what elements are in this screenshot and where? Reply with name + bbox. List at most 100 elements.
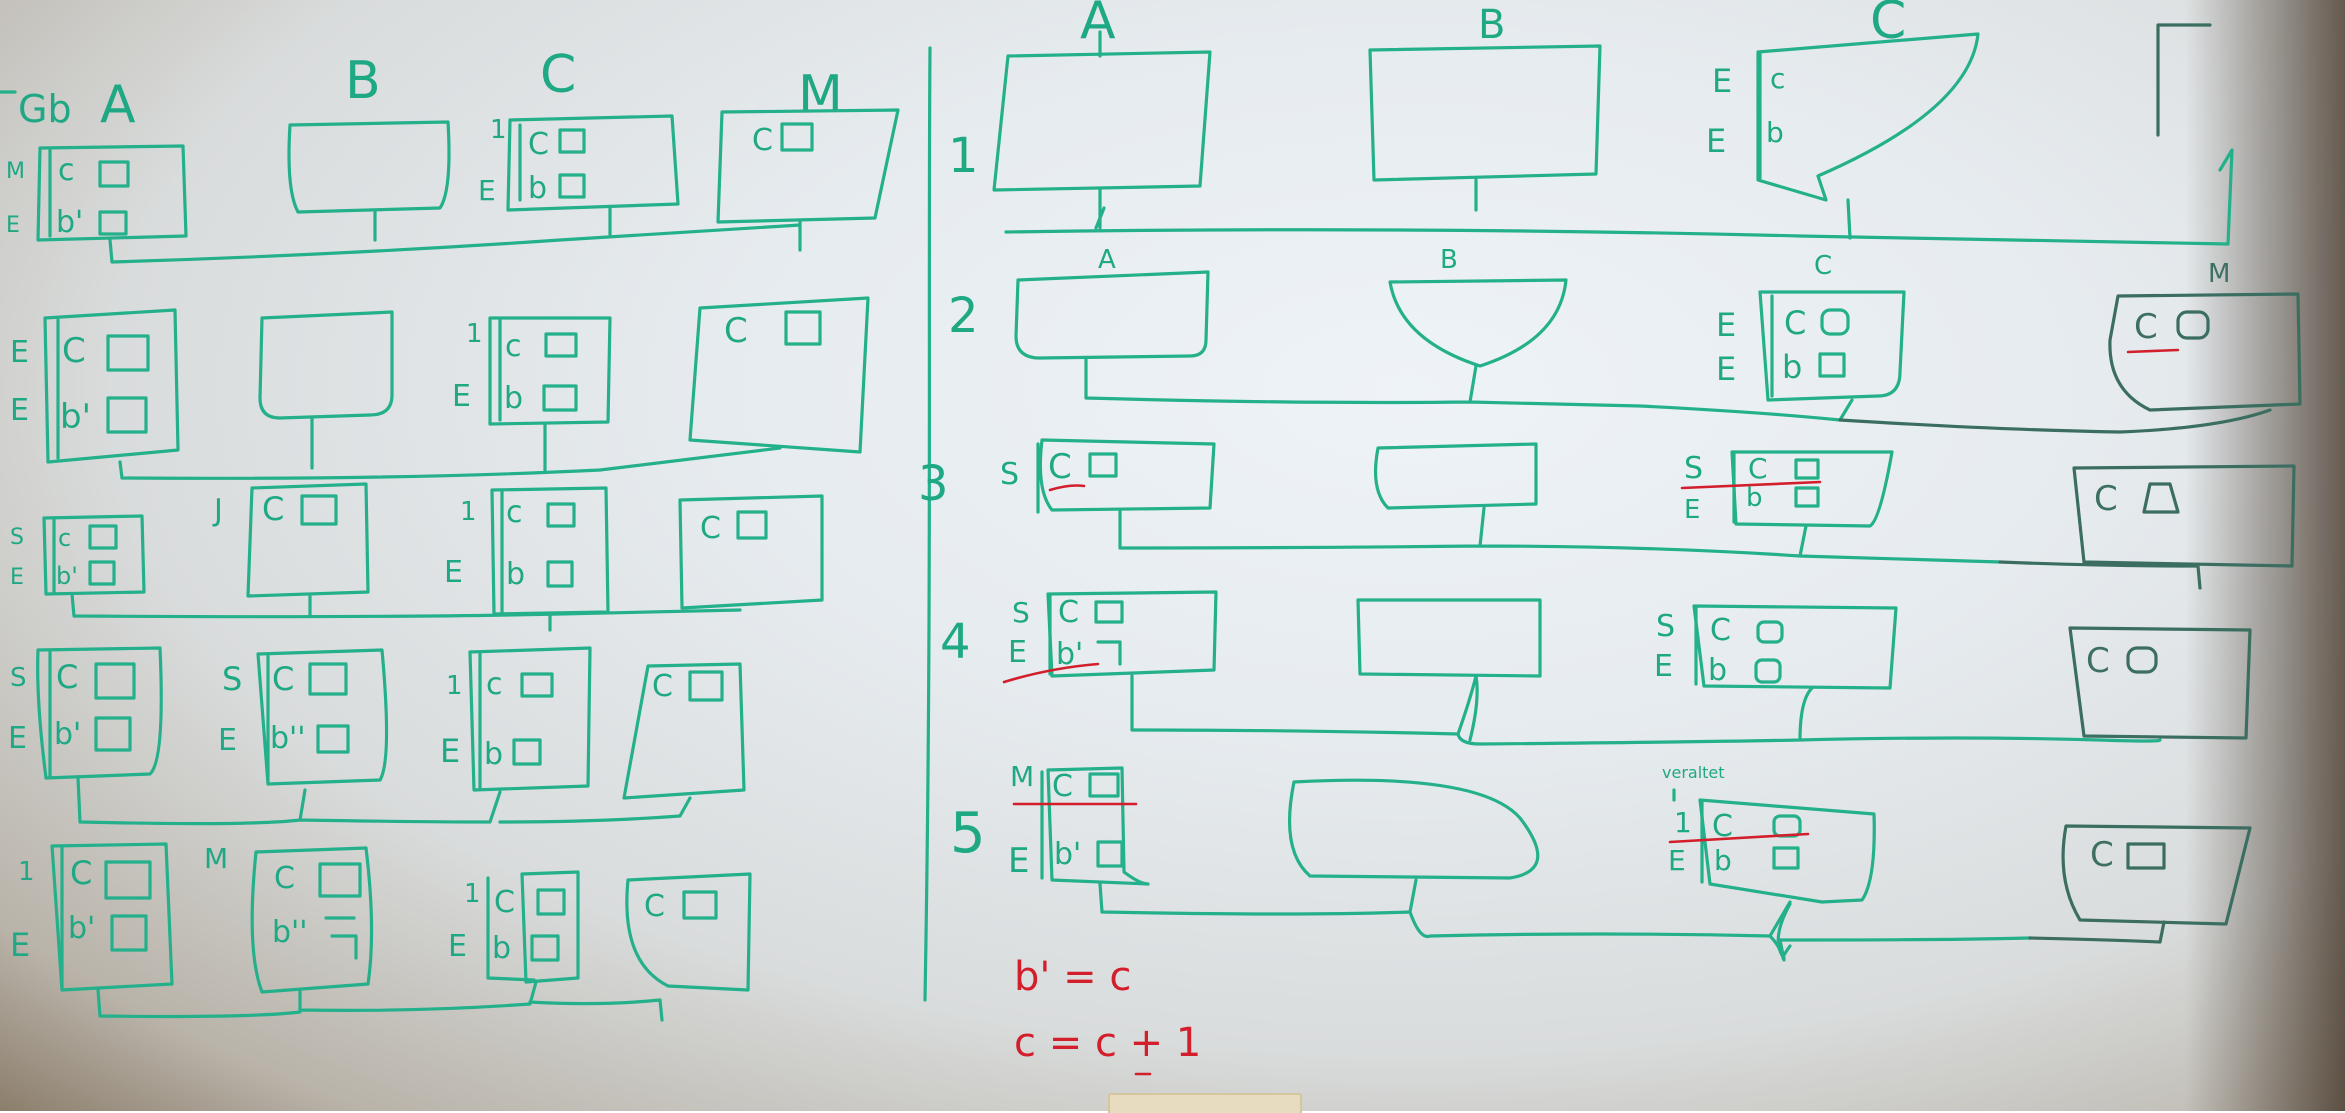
right-r4-box-m	[2068, 626, 2252, 740]
left-r2-a-val2: b'	[60, 397, 91, 437]
left-r1-box-a	[36, 144, 188, 242]
right-r2-c-val2: b	[1782, 348, 1802, 386]
left-r1-c-slot2	[558, 173, 586, 199]
left-r3-c-slot1	[546, 502, 576, 528]
left-r1-c-val2: b	[528, 171, 547, 206]
right-r5-m-val: C	[2090, 835, 2114, 875]
right-row-number-5: 5	[950, 801, 986, 866]
left-r2-stems	[310, 416, 547, 472]
left-r2-box-b	[258, 310, 394, 420]
right-r5-a-val1: C	[1052, 769, 1073, 804]
left-r1-a-val2: b'	[56, 205, 83, 240]
left-r3-stems	[308, 594, 552, 632]
right-r1-box-a	[992, 30, 1212, 192]
right-r2-b-small: B	[1440, 245, 1458, 275]
left-r5-c-row1: 1	[464, 879, 481, 909]
left-row-4: S E C b' S E C b'' 1 E c b C	[8, 646, 746, 826]
left-r1-a-slot1	[98, 160, 130, 188]
left-r3-b-val: C	[262, 490, 284, 528]
left-r3-c-slot2	[546, 560, 574, 588]
left-r3-a-row1: S	[10, 525, 24, 550]
left-r3-box-m	[678, 494, 824, 610]
right-r3-c-val1: C	[1748, 452, 1768, 485]
right-r4-connector	[1130, 674, 2162, 746]
right-r5-a-val2: b'	[1054, 837, 1081, 872]
right-r3-box-a	[1038, 438, 1216, 512]
left-r3-a-val1: c	[58, 524, 71, 552]
left-r5-c-row2: E	[448, 929, 467, 964]
left-r5-b-val1: C	[274, 861, 295, 896]
right-r4-c-val2: b	[1708, 653, 1727, 688]
right-r4-c-row1: S	[1656, 609, 1675, 644]
left-r3-a-row2: E	[10, 565, 24, 590]
left-r3-c-row1: 1	[460, 497, 477, 527]
left-r4-a-slot1	[94, 662, 136, 700]
right-r3-c-row2: E	[1684, 495, 1700, 525]
col-header-m: M	[798, 65, 843, 125]
right-r4-c-slot1	[1756, 620, 1784, 644]
right-r5-box-m	[2061, 824, 2252, 926]
right-r1-c-row2: E	[1706, 122, 1726, 160]
right-r4-c-row2: E	[1654, 649, 1673, 684]
header-gb: Gb	[18, 87, 72, 131]
right-r5-c-row1: 1	[1674, 806, 1692, 839]
right-col-header-a: A	[1080, 0, 1116, 51]
right-r4-a-slot1	[1094, 600, 1124, 624]
left-r1-box-b	[287, 120, 451, 214]
right-r5-c-val2: b	[1714, 844, 1732, 877]
left-r5-c-val1: C	[494, 885, 515, 920]
left-r1-a-slot2	[98, 210, 128, 236]
right-r3-c-val2: b	[1746, 483, 1763, 513]
right-row-1: E E c b	[992, 30, 2234, 246]
left-r3-box-b	[246, 482, 370, 598]
equation-1: b' = c	[1014, 954, 1131, 1000]
right-r3-a-row1: S	[1000, 457, 1019, 492]
left-r5-box-c	[520, 870, 580, 984]
right-r5-c-val1: C	[1712, 809, 1733, 844]
left-r2-c-val1: c	[505, 329, 522, 364]
left-r5-box-a	[50, 842, 174, 992]
left-r1-c-row2: E	[478, 174, 496, 207]
left-r3-c-row2: E	[444, 555, 463, 590]
left-r4-a-val1: C	[56, 658, 78, 696]
left-r5-a-slot2	[110, 914, 148, 952]
right-r2-c-val1: C	[1784, 304, 1806, 342]
right-r2-box-b	[1388, 278, 1568, 368]
left-r2-c-val2: b	[504, 381, 523, 416]
left-r3-a-slot2	[88, 560, 116, 586]
left-r5-b-slot1	[318, 862, 362, 898]
left-r4-box-m	[622, 662, 746, 800]
right-r4-m-val: C	[2086, 641, 2110, 681]
right-r2-c-small: C	[1814, 251, 1832, 281]
left-r5-c-val2: b	[492, 931, 511, 966]
right-r3-c-red-strike	[1680, 480, 1822, 490]
right-r4-c-val1: C	[1710, 613, 1731, 648]
left-r4-a-row2: E	[8, 721, 27, 756]
left-r1-stems	[373, 206, 802, 252]
left-r1-c-val1: C	[528, 127, 549, 162]
left-r5-c-slot1	[536, 888, 566, 916]
left-r3-a-val2: b'	[56, 562, 78, 590]
left-r2-connector	[118, 446, 782, 480]
left-r1-box-c	[506, 114, 680, 212]
left-r4-connector	[76, 776, 692, 826]
right-r2-m-red-underline	[2126, 348, 2180, 354]
right-r1-box-b	[1368, 44, 1602, 182]
right-row-number-2: 2	[948, 288, 979, 344]
right-r3-c-slot1	[1794, 458, 1820, 480]
left-r5-m-val: C	[644, 889, 665, 924]
right-r4-a-slot2	[1096, 640, 1122, 666]
left-r3-a-slot1	[88, 524, 118, 550]
left-r5-connector	[96, 980, 664, 1022]
right-r4-box-b	[1356, 598, 1542, 678]
whiteboard-eraser	[1108, 1093, 1302, 1113]
right-r5-stem-c	[1776, 902, 1792, 960]
left-r4-b-val1: C	[272, 660, 294, 698]
right-r3-connector-m	[1998, 560, 2202, 590]
right-r2-box-a	[1014, 270, 1210, 360]
right-r2-m-val: C	[2134, 307, 2158, 347]
left-r4-b-slot1	[308, 662, 348, 696]
right-row-number-4: 4	[940, 614, 971, 670]
right-r4-box-c	[1692, 604, 1898, 690]
left-r5-m-slot	[682, 890, 718, 920]
